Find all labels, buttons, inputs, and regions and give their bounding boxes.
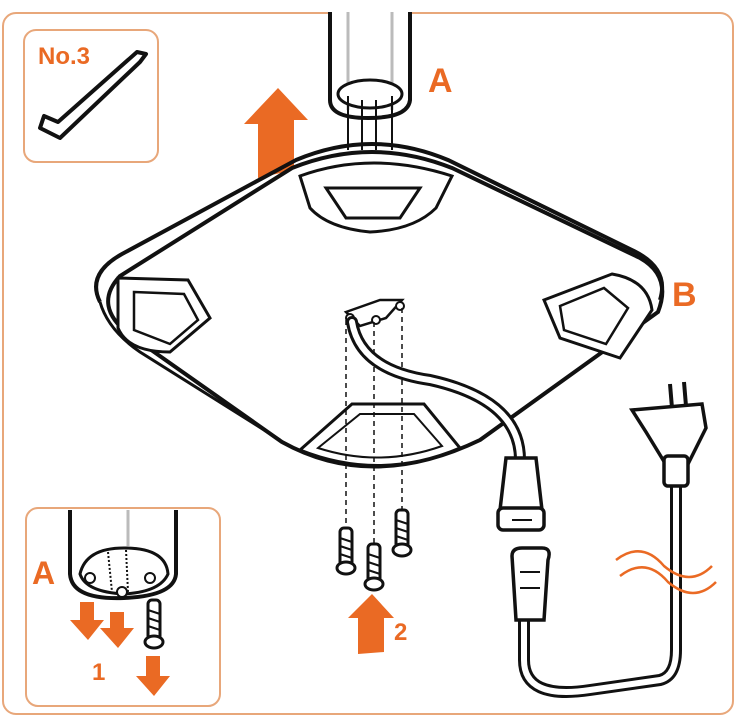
lift-arrow <box>244 88 308 178</box>
tube-a <box>328 12 412 150</box>
base-b <box>94 142 665 469</box>
tool-inset: No.3 <box>23 29 159 163</box>
screws <box>335 508 413 592</box>
down-arrow-icon <box>136 656 170 696</box>
tool-label: No.3 <box>38 43 90 70</box>
inset-label-a: A <box>32 555 55 591</box>
step-2-label: 2 <box>394 619 407 646</box>
down-arrow-icon <box>70 602 104 640</box>
down-arrow-icon <box>100 612 134 648</box>
detail-inset <box>25 507 221 707</box>
label-b: B <box>672 276 697 314</box>
power-cord <box>510 381 717 698</box>
step-1-label: 1 <box>92 659 105 686</box>
iec-connector <box>496 456 546 532</box>
power-cable <box>346 316 526 466</box>
step-2-arrow <box>348 594 394 654</box>
hex-key-icon <box>38 50 148 140</box>
label-a: A <box>428 62 453 100</box>
